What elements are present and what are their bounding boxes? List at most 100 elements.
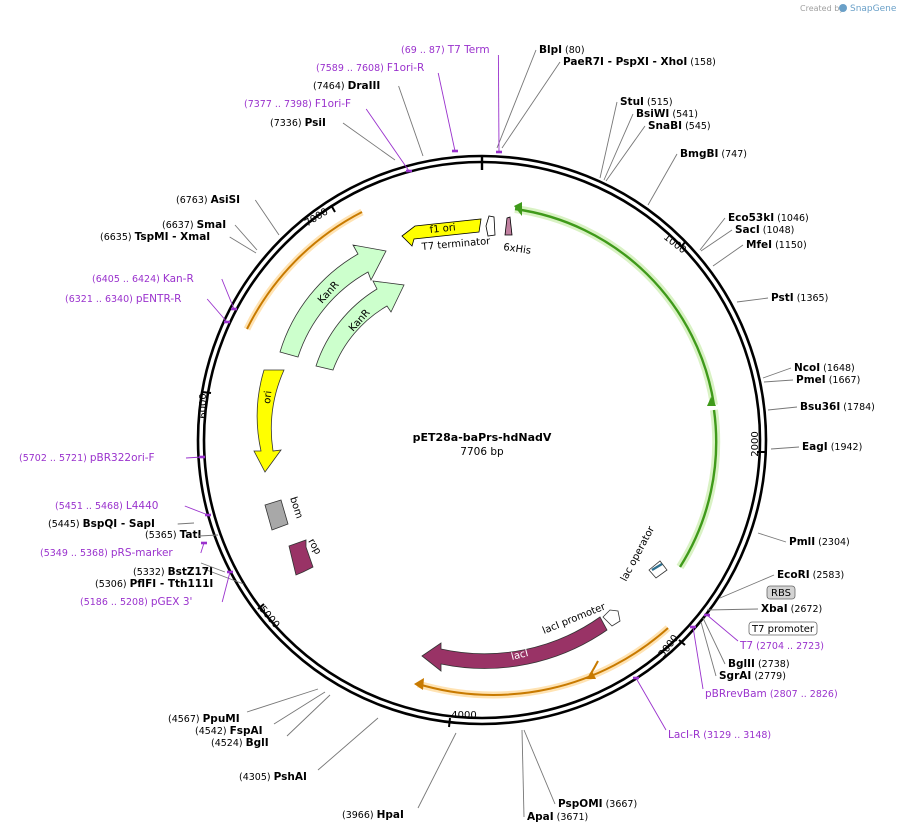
site-eco53ki[interactable]: Eco53kI (1046) xyxy=(699,212,809,251)
site-leader-line xyxy=(417,732,457,809)
primer-pgex-3[interactable]: (5186 .. 5208) pGEX 3' xyxy=(80,570,233,608)
primer-t7-term[interactable]: (69 .. 87) T7 Term xyxy=(401,44,502,154)
site-leader-line xyxy=(719,574,775,599)
site-leader-line xyxy=(702,617,726,665)
site-leader-line xyxy=(496,49,537,149)
primer-label: (6405 .. 6424) Kan-R xyxy=(92,273,194,285)
tick-7000 xyxy=(330,204,336,213)
site-label: EagI (1942) xyxy=(802,441,862,453)
site-snabi[interactable]: SnaBI (545) xyxy=(605,120,711,182)
site-bsu36i[interactable]: Bsu36I (1784) xyxy=(767,401,875,413)
tick-1000 xyxy=(680,240,687,248)
site-label: BsiWI (541) xyxy=(636,108,698,120)
primer-label: (7377 .. 7398) F1ori-F xyxy=(244,98,351,110)
site-blpi[interactable]: BlpI (80) xyxy=(496,44,585,149)
primer-pbrrevbam[interactable]: pBRrevBam (2807 .. 2826) xyxy=(690,625,838,700)
site-bstz17i[interactable]: (5332) BstZ17I xyxy=(133,562,226,578)
site-label: (5365) TatI xyxy=(145,529,201,541)
primers: (69 .. 87) T7 Term (7589 .. 7608) F1ori-R… xyxy=(19,44,838,741)
primer-label: (5186 .. 5208) pGEX 3' xyxy=(80,596,192,608)
site-pmei[interactable]: PmeI (1667) xyxy=(763,374,860,386)
feature-f1-ori: f1 ori xyxy=(401,218,482,247)
site-label: BmgBI (747) xyxy=(680,148,747,160)
site-tati[interactable]: (5365) TatI xyxy=(145,529,219,541)
tick-label-6000: 6000 xyxy=(198,393,209,418)
site-bsiwi[interactable]: BsiWI (541) xyxy=(603,108,698,181)
site-label: (5306) PflFI - Tth111I xyxy=(95,578,213,590)
site-leader-line xyxy=(599,101,618,179)
site-fspai[interactable]: (4542) FspAI xyxy=(195,691,326,737)
site-paer7i[interactable]: PaeR7I - PspXI - XhoI (158) xyxy=(501,56,716,149)
primer-l4440[interactable]: (5451 .. 5468) L4440 xyxy=(55,500,211,517)
primer-f1ori-r[interactable]: (7589 .. 7608) F1ori-R xyxy=(316,62,458,153)
site-pflfi[interactable]: (5306) PflFI - Tth111I xyxy=(95,568,244,590)
feature-label-ori: ori xyxy=(262,390,274,404)
site-smai[interactable]: (6637) SmaI xyxy=(162,219,258,251)
primer-label: (69 .. 87) T7 Term xyxy=(401,44,490,56)
site-leader-line xyxy=(706,608,759,611)
site-psii[interactable]: (7336) PsiI xyxy=(270,117,396,161)
site-ppumi[interactable]: (4567) PpuMI xyxy=(168,688,319,725)
site-tspmi[interactable]: (6635) TspMI - XmaI xyxy=(100,231,257,254)
insert-arrow-head-bottom xyxy=(707,397,716,406)
primer-leader-line xyxy=(635,677,667,731)
orf-arc-left xyxy=(246,211,363,330)
site-leader-line xyxy=(246,688,319,713)
site-ncoi[interactable]: NcoI (1648) xyxy=(762,362,855,379)
site-pmli[interactable]: PmlI (2304) xyxy=(757,532,850,548)
site-label: ApaI (3671) xyxy=(527,811,588,823)
site-asisi[interactable]: (6763) AsiSI xyxy=(176,194,280,236)
site-eagi[interactable]: EagI (1942) xyxy=(770,441,862,453)
site-saci[interactable]: SacI (1048) xyxy=(700,224,794,252)
site-leader-line xyxy=(234,224,258,251)
primer-f1ori-f[interactable]: (7377 .. 7398) F1ori-F xyxy=(244,98,412,173)
orf-arc-bottom xyxy=(417,627,669,696)
site-leader-line xyxy=(273,691,326,725)
feature-label-f1-ori: f1 ori xyxy=(429,222,456,236)
primer-pbr322ori-f[interactable]: (5702 .. 5721) pBR322ori-F xyxy=(19,452,205,464)
site-hpai[interactable]: (3966) HpaI xyxy=(342,732,457,821)
primer-leader-line xyxy=(200,542,205,554)
site-leader-line xyxy=(203,568,244,585)
site-leader-line xyxy=(603,113,634,181)
site-label: (6763) AsiSI xyxy=(176,194,240,206)
insert-arc-bottom xyxy=(678,409,718,568)
orf-arrow-head-small xyxy=(586,671,596,679)
site-sgrai[interactable]: SgrAI (2779) xyxy=(700,621,786,682)
site-pspomi[interactable]: PspOMI (3667) xyxy=(523,729,637,810)
site-mfei[interactable]: MfeI (1150) xyxy=(712,239,807,267)
site-label: (7336) PsiI xyxy=(270,117,326,129)
feature-lac-operator: lac operator xyxy=(619,524,668,583)
site-label: (4567) PpuMI xyxy=(168,713,240,725)
site-bspqi[interactable]: (5445) BspQI - SapI xyxy=(48,518,195,530)
site-pshai[interactable]: (4305) PshAI xyxy=(239,717,379,783)
site-bglii[interactable]: BglII (2738) xyxy=(702,617,790,670)
primer-pentr-r[interactable]: (6321 .. 6340) pENTR-R xyxy=(65,293,230,324)
primer-kan-r[interactable]: (6405 .. 6424) Kan-R xyxy=(92,273,237,311)
site-label: PstI (1365) xyxy=(771,292,828,304)
primer-label: (6321 .. 6340) pENTR-R xyxy=(65,293,181,305)
primer-laci-r[interactable]: LacI-R (3129 .. 3148) xyxy=(633,676,771,741)
site-label: SacI (1048) xyxy=(735,224,794,236)
primer-prs-marker[interactable]: (5349 .. 5368) pRS-marker xyxy=(40,541,207,559)
site-bmgbi[interactable]: BmgBI (747) xyxy=(647,148,747,206)
primer-t7[interactable]: T7 (2704 .. 2723) xyxy=(704,613,824,652)
primer-leader-line xyxy=(437,72,456,152)
tick-marks xyxy=(201,204,766,728)
site-psti[interactable]: PstI (1365) xyxy=(736,292,828,304)
site-leader-line xyxy=(763,379,794,383)
site-draiii[interactable]: (7464) DraIII xyxy=(313,80,424,157)
site-bgli[interactable]: (4524) BglI xyxy=(211,694,331,749)
site-leader-line xyxy=(767,406,798,411)
site-apai[interactable]: ApaI (3671) xyxy=(521,729,588,823)
orf-arrow-head-bottom xyxy=(414,678,424,690)
site-ecori[interactable]: EcoRI (2583) xyxy=(719,569,844,599)
site-xbai[interactable]: XbaI (2672) xyxy=(706,603,822,615)
site-stui[interactable]: StuI (515) xyxy=(599,96,673,179)
feature-laci: lacI xyxy=(421,616,608,672)
site-leader-line xyxy=(757,532,787,543)
primer-leader-line xyxy=(692,626,704,690)
feature-6xhis: 6xHis xyxy=(503,216,532,257)
